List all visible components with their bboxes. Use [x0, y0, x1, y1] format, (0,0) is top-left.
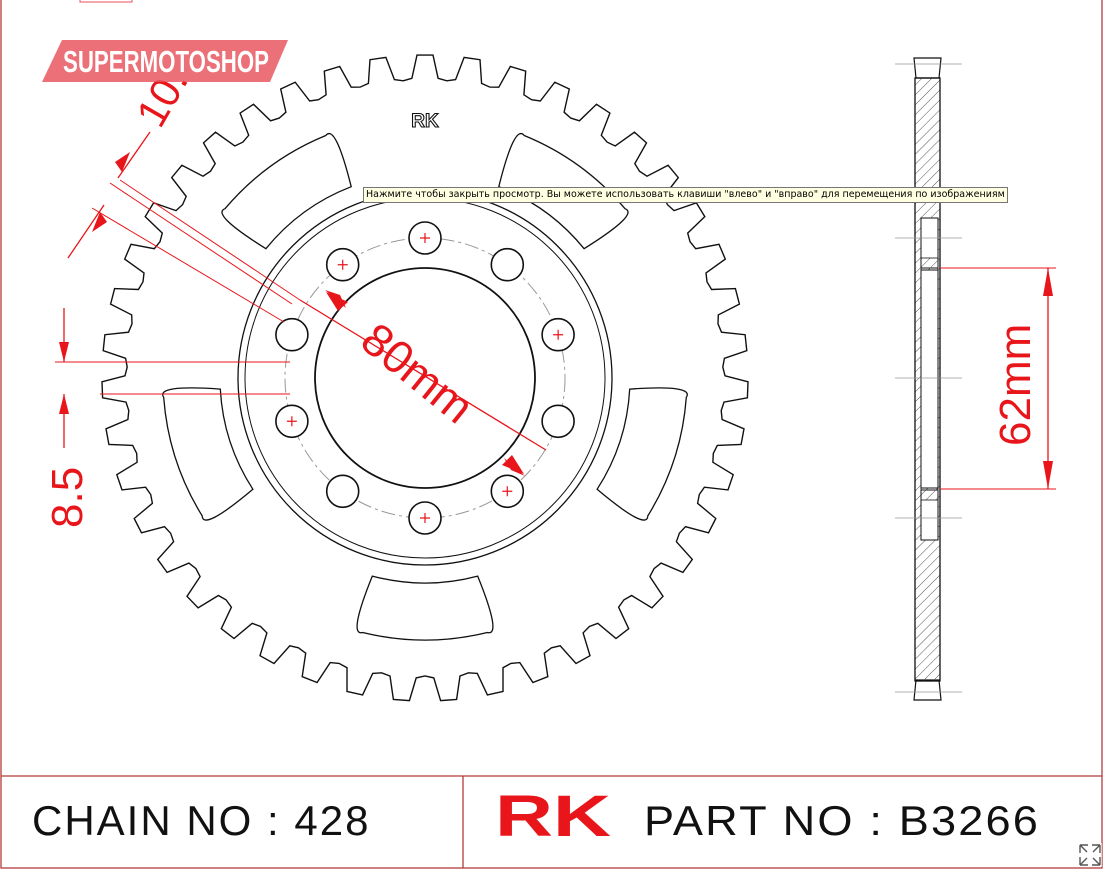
dim-62mm-label: 62mm	[991, 324, 1040, 446]
rk-brand-logo: RK	[495, 784, 611, 849]
bolt-hole	[490, 247, 525, 282]
bolt-center-mark	[420, 233, 430, 243]
dimension-62mm: 62mm	[940, 267, 1056, 490]
bolt-hole	[275, 317, 309, 352]
dim-80mm-label: 80mm	[352, 312, 484, 433]
bolt-hole	[325, 474, 360, 509]
bolt-hole	[541, 404, 575, 439]
cutout-window	[356, 575, 494, 641]
close-preview-tooltip[interactable]: Нажмите чтобы закрыть просмотр. Вы может…	[363, 187, 1008, 203]
bolt-center-mark	[553, 329, 564, 340]
sprocket-side-view	[895, 57, 962, 701]
bolt-center-mark	[502, 486, 513, 497]
cutout-window	[221, 133, 352, 250]
bolt-center-mark	[420, 513, 430, 523]
sprocket-teeth-outline	[101, 54, 749, 702]
dimension-annotations: 80mm 10. 8.5	[43, 60, 547, 528]
bolt-center-mark	[286, 416, 297, 427]
bolt-center-mark	[337, 259, 348, 270]
expand-arrows-icon[interactable]	[1077, 842, 1103, 868]
center-bore	[314, 267, 536, 489]
bolt-holes	[275, 221, 575, 535]
cutout-window	[596, 387, 688, 521]
dim-8-5-label: 8.5	[43, 467, 92, 528]
supermotoshop-watermark: SUPERMOTOSHOP	[42, 40, 288, 82]
cutout-window	[498, 133, 629, 250]
rk-engraved-logo: RK	[411, 111, 439, 132]
cutout-window	[162, 387, 254, 521]
part-number: PART NO : B3266	[644, 797, 1040, 844]
title-block: CHAIN NO : 428 RK PART NO : B3266	[32, 784, 1040, 849]
watermark-text: SUPERMOTOSHOP	[63, 44, 269, 79]
weight-cutouts	[162, 133, 688, 641]
chain-number: CHAIN NO : 428	[32, 797, 370, 844]
